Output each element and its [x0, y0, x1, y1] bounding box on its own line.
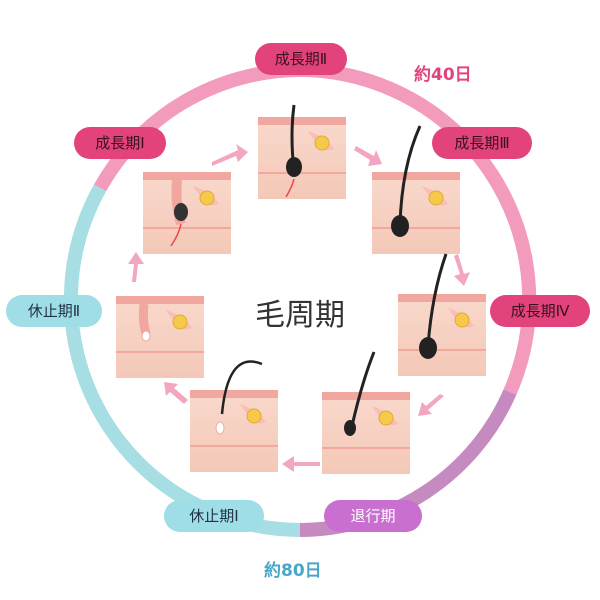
illustration-growth3 — [371, 125, 461, 255]
illustration-growth1 — [142, 171, 232, 255]
illustration-rest1 — [189, 360, 279, 473]
illustration-regression — [321, 351, 411, 475]
illustration-rest2 — [115, 295, 205, 379]
phase-label-growth2: 成長期Ⅱ — [255, 43, 347, 75]
arrow-2-to-3 — [354, 146, 382, 166]
phase-label-growth3: 成長期Ⅲ — [432, 127, 532, 159]
arrow-6-to-7 — [164, 382, 188, 404]
phase-label-growth4: 成長期Ⅳ — [490, 295, 590, 327]
duration-growth: 約40日 — [414, 65, 472, 85]
arrow-5-to-6 — [282, 456, 320, 472]
phase-label-rest1: 休止期Ⅰ — [164, 500, 264, 532]
duration-rest: 約80日 — [264, 561, 322, 581]
arrow-7-to-1 — [128, 252, 144, 282]
arrow-4-to-5 — [418, 394, 444, 416]
arrow-1-to-2 — [212, 144, 248, 166]
phase-label-rest2: 休止期Ⅱ — [6, 295, 102, 327]
illustration-growth2 — [257, 104, 347, 200]
arrow-3-to-4 — [454, 254, 470, 286]
illustration-growth4 — [397, 253, 487, 377]
cycle-arrows — [128, 144, 470, 472]
cycle-title: 毛周期 — [255, 298, 345, 333]
phase-label-growth1: 成長期Ⅰ — [74, 127, 166, 159]
phase-label-regression: 退行期 — [324, 500, 422, 532]
